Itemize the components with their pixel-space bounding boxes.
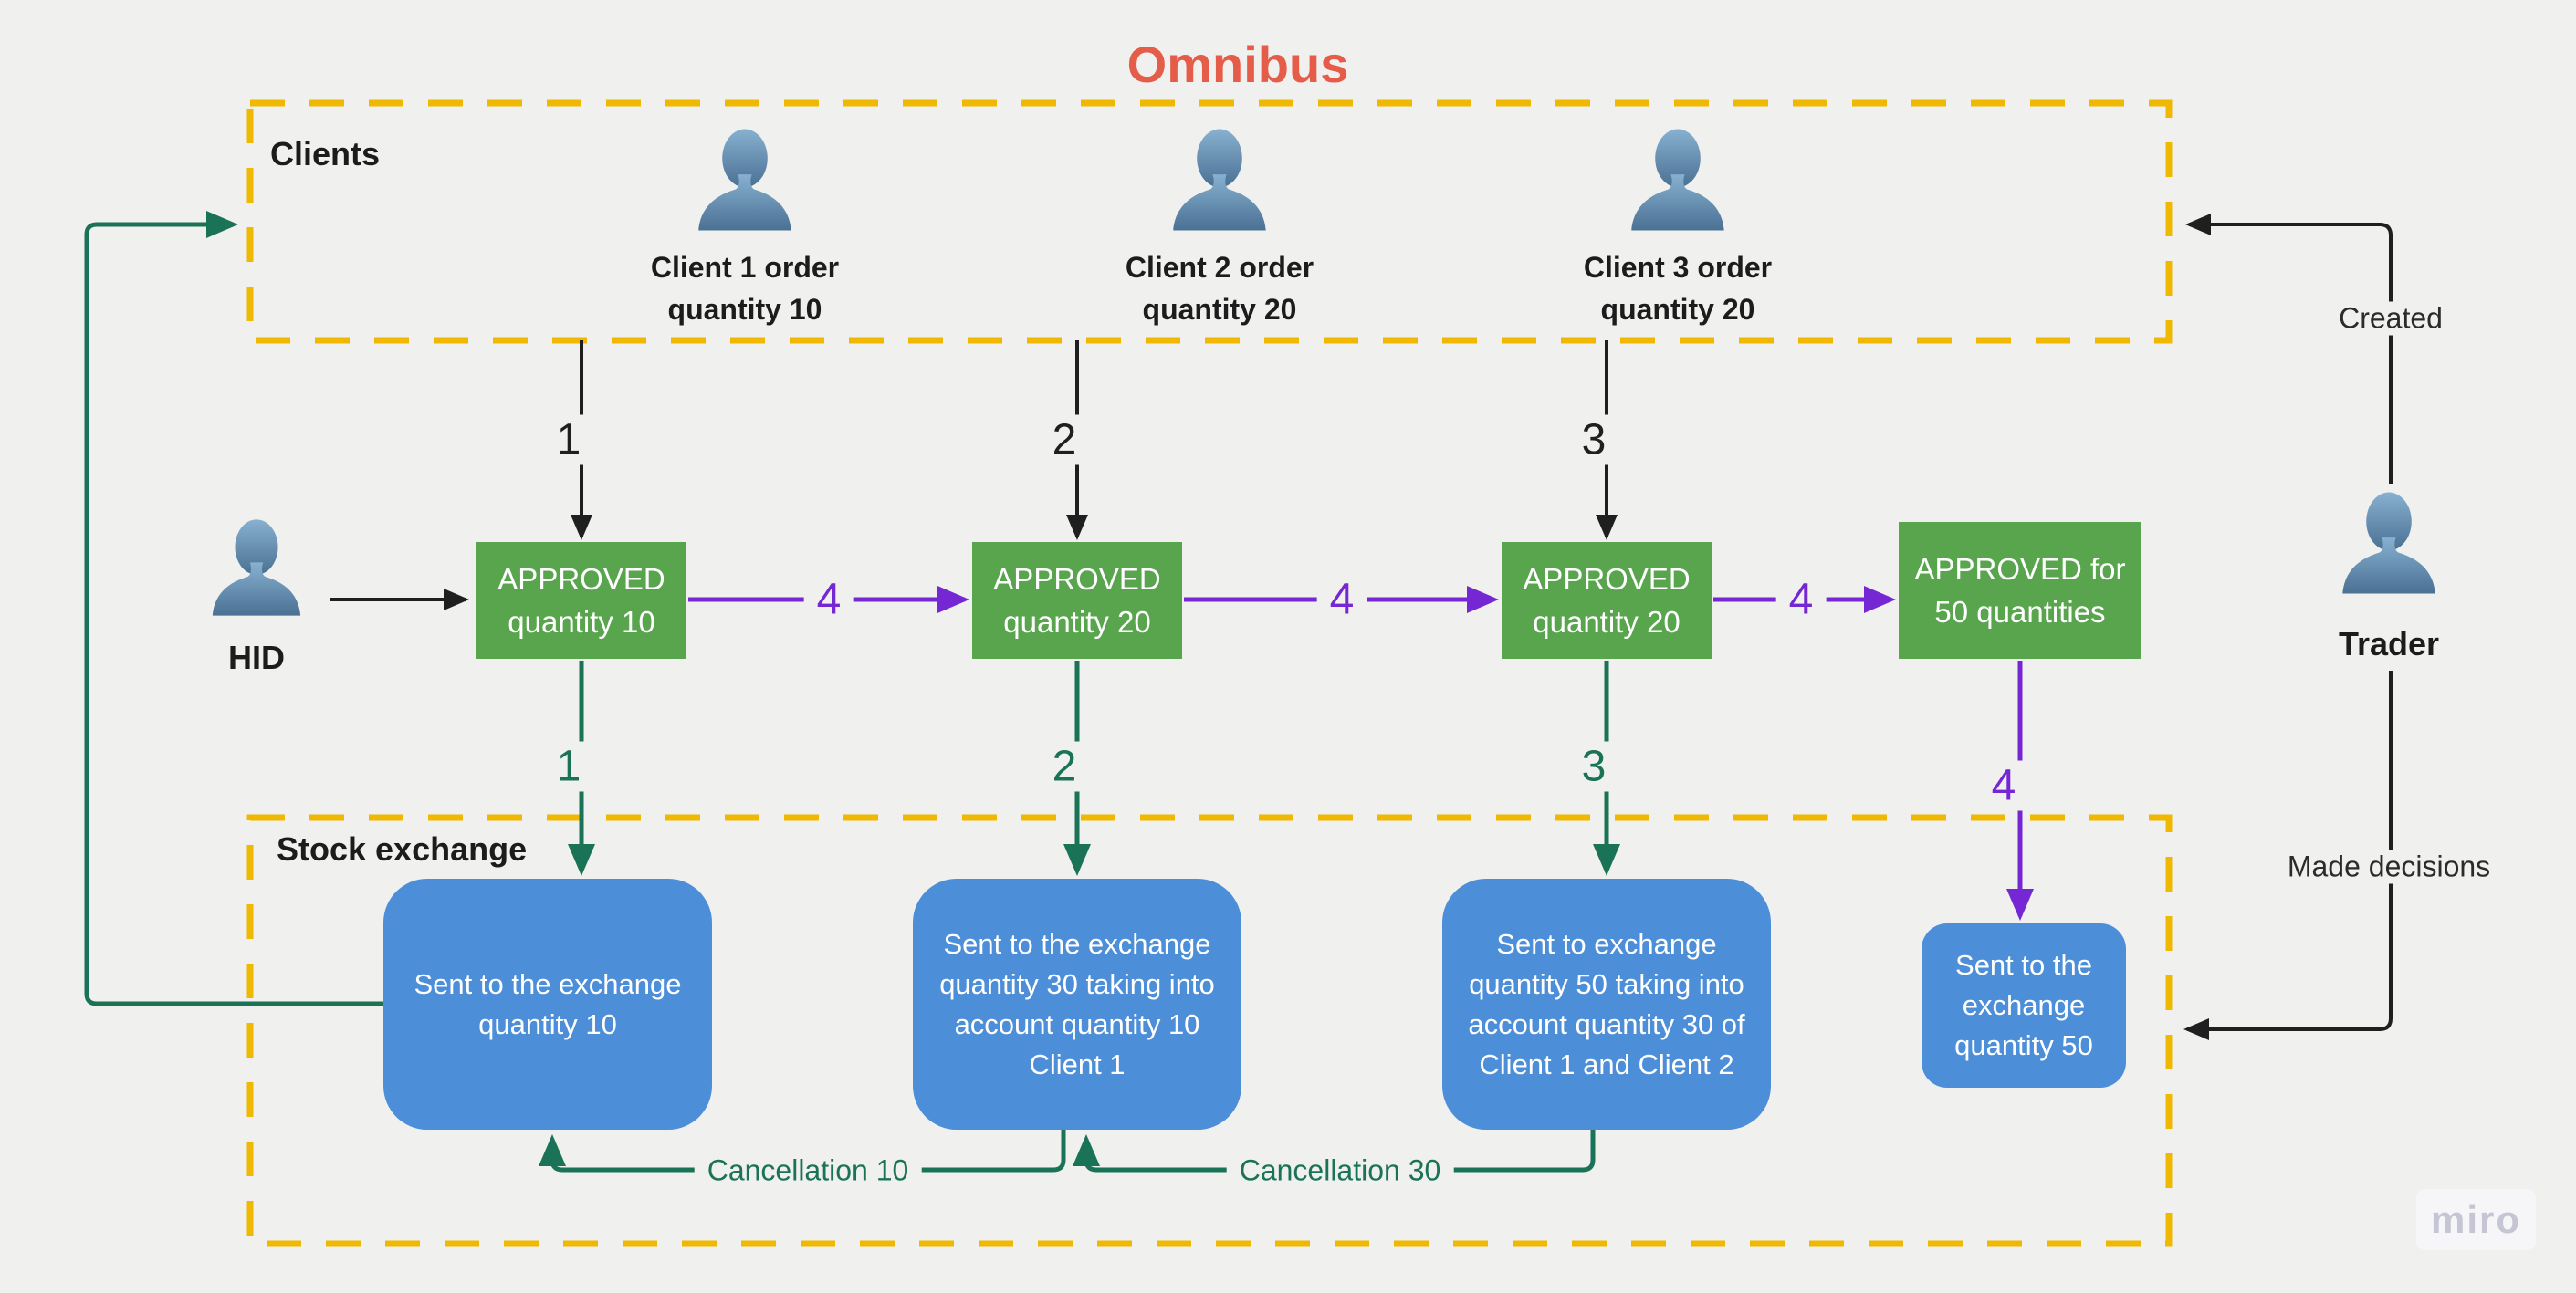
client-step-3-label: 3: [1568, 414, 1619, 465]
approve-step-label-1: 4: [803, 574, 854, 625]
exchange-box-3-line4: Client 1 and Client 2: [1479, 1048, 1734, 1080]
exchange-box-4-line2: exchange: [1962, 989, 2086, 1021]
clients-group-label: Clients: [270, 135, 381, 172]
exchange-box-2-line4: Client 1: [1029, 1048, 1126, 1080]
exchange-box-3-line3: account quantity 30 of: [1468, 1007, 1745, 1040]
cancellation-30-label: Cancellation 30: [1226, 1153, 1454, 1188]
send-step-4-label: 4: [1978, 760, 2029, 811]
exchange-box-1-line1: Sent to the exchange: [414, 967, 682, 1000]
miro-watermark: miro: [2416, 1189, 2536, 1250]
approved-box-4-line1: APPROVED for: [1914, 552, 2126, 586]
client2-label-line2: quantity 20: [1142, 293, 1297, 326]
client2-label: Client 2 order quantity 20: [1073, 246, 1366, 330]
cancellation-10-label: Cancellation 10: [694, 1153, 922, 1188]
exchange-box-1-line2: quantity 10: [478, 1007, 617, 1040]
exchange-box-4-line1: Sent to the: [1955, 949, 2092, 981]
hid-label: HID: [228, 639, 285, 676]
arrow-trader-decisions-to-exchange[interactable]: [2183, 671, 2393, 1040]
approved-box-3-line2: quantity 20: [1533, 605, 1681, 639]
approved-box-2[interactable]: APPROVED quantity 20: [972, 542, 1182, 659]
approved-box-3[interactable]: APPROVED quantity 20: [1502, 542, 1712, 659]
approved-box-2-line1: APPROVED: [993, 562, 1161, 596]
made-decisions-label: Made decisions: [2274, 850, 2504, 884]
arrow-trader-created-to-clients[interactable]: [2185, 214, 2393, 484]
exchange-box-1[interactable]: Sent to the exchange quantity 10: [383, 879, 712, 1130]
hid-person-icon[interactable]: [205, 516, 308, 619]
exchange-box-2-line2: quantity 30 taking into: [939, 967, 1215, 1000]
stock-exchange-group-border[interactable]: [246, 814, 2173, 1247]
client1-person-icon[interactable]: [691, 126, 799, 234]
send-step-3-label: 3: [1568, 741, 1619, 792]
approved-box-1[interactable]: APPROVED quantity 10: [476, 542, 686, 659]
client3-label-line1: Client 3 order: [1583, 251, 1773, 284]
exchange-box-3-line1: Sent to exchange: [1496, 927, 1717, 960]
client1-label-line1: Client 1 order: [650, 251, 840, 284]
approve-step-label-2: 4: [1316, 574, 1367, 625]
approved-box-4-line2: 50 quantities: [1934, 595, 2106, 629]
diagram-title: Omnibus: [1126, 36, 1349, 93]
exchange-box-4[interactable]: Sent to the exchange quantity 50: [1922, 923, 2126, 1088]
created-label: Created: [2326, 301, 2456, 336]
exchange-box-2[interactable]: Sent to the exchange quantity 30 taking …: [913, 879, 1241, 1130]
trader-label: Trader: [2338, 625, 2440, 662]
exchange-box-2-line3: account quantity 10: [954, 1007, 1200, 1040]
approved-box-1-line1: APPROVED: [497, 562, 665, 596]
client2-label-line1: Client 2 order: [1125, 251, 1314, 284]
exchange-box-4-line3: quantity 50: [1954, 1029, 2093, 1061]
approved-box-3-line1: APPROVED: [1523, 562, 1691, 596]
clients-group-border[interactable]: [246, 99, 2173, 344]
stock-exchange-group-label: Stock exchange: [277, 830, 528, 868]
approved-box-4[interactable]: APPROVED for 50 quantities: [1899, 522, 2141, 659]
exchange-box-2-line1: Sent to the exchange: [943, 927, 1211, 960]
arrow-exchange1-feedback-to-clients[interactable]: [84, 211, 383, 1006]
client3-label-line2: quantity 20: [1600, 293, 1755, 326]
exchange-box-3-line2: quantity 50 taking into: [1469, 967, 1744, 1000]
client2-person-icon[interactable]: [1166, 126, 1273, 234]
approved-box-2-line2: quantity 20: [1003, 605, 1151, 639]
client1-label-line2: quantity 10: [667, 293, 822, 326]
approve-step-label-3: 4: [1775, 574, 1827, 625]
approved-box-1-line2: quantity 10: [508, 605, 655, 639]
trader-person-icon[interactable]: [2335, 489, 2443, 597]
client3-label: Client 3 order quantity 20: [1532, 246, 1824, 330]
send-step-1-label: 1: [543, 741, 594, 792]
send-step-2-label: 2: [1039, 741, 1090, 792]
exchange-box-3[interactable]: Sent to exchange quantity 50 taking into…: [1442, 879, 1771, 1130]
client-step-1-label: 1: [543, 414, 594, 465]
client1-label: Client 1 order quantity 10: [599, 246, 891, 330]
client-step-2-label: 2: [1039, 414, 1090, 465]
client3-person-icon[interactable]: [1624, 126, 1732, 234]
